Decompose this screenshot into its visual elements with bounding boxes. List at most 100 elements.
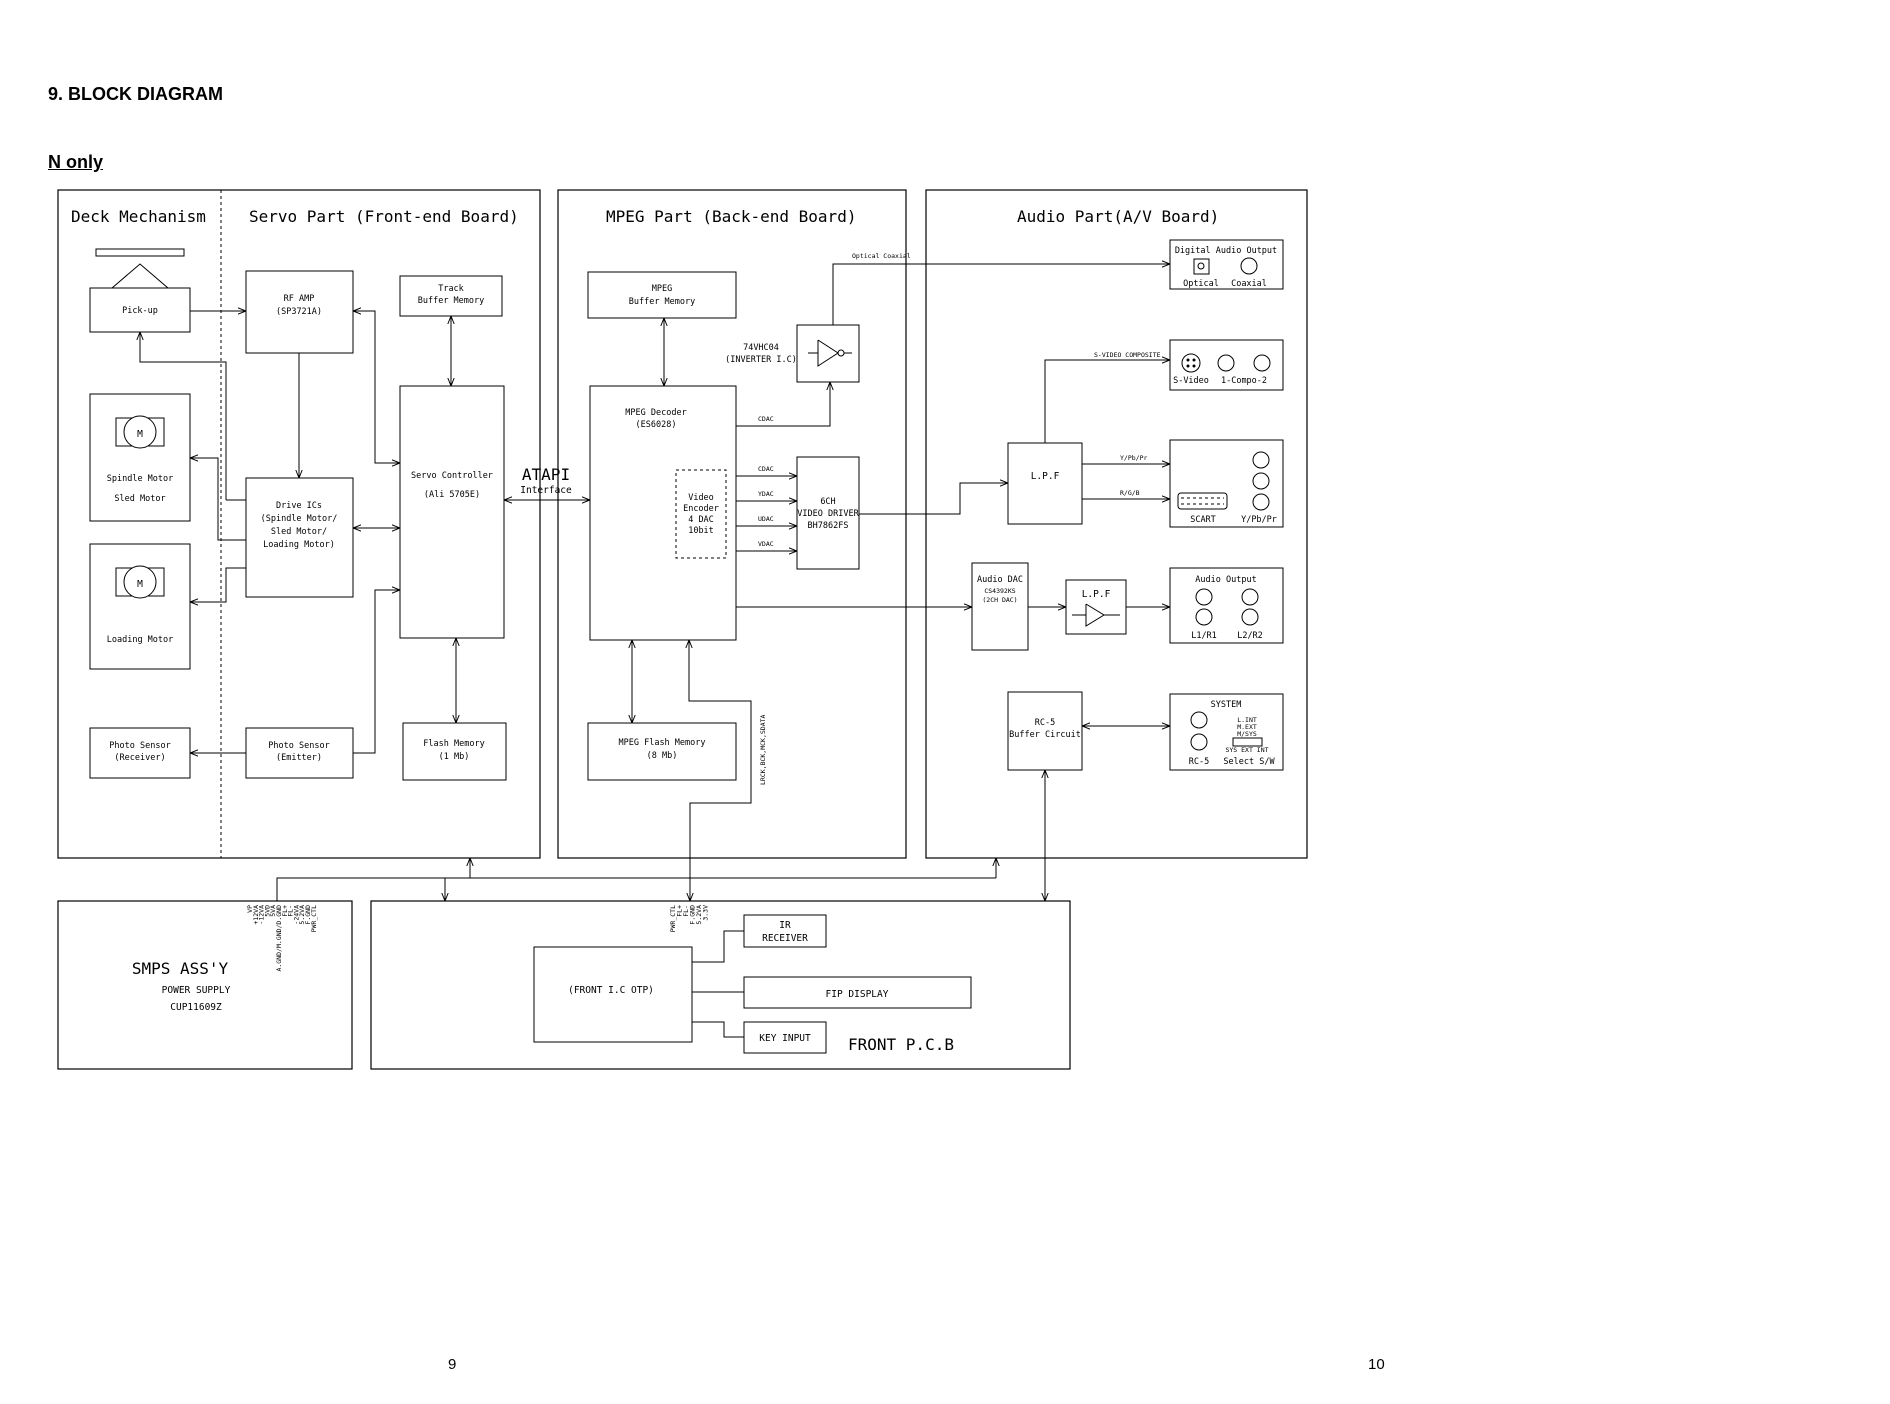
block-front-ic: (FRONT I.C OTP) bbox=[533, 946, 693, 1043]
signal-rgb: R/G/B bbox=[1120, 489, 1140, 497]
svg-text:CS4392KS: CS4392KS bbox=[984, 587, 1015, 595]
svg-text:(2CH DAC): (2CH DAC) bbox=[982, 596, 1017, 604]
block-photo-sensor-emitter: Photo Sensor (Emitter) bbox=[245, 727, 354, 779]
svg-text:Digital Audio Output: Digital Audio Output bbox=[1175, 246, 1277, 256]
signal-udac: UDAC bbox=[758, 515, 774, 523]
block-photo-sensor-receiver: Photo Sensor (Receiver) bbox=[89, 727, 191, 779]
block-audio-output: Audio Output L1/R1 L2/R2 bbox=[1169, 567, 1284, 644]
disc-symbol bbox=[95, 248, 185, 257]
svg-text:L.P.F: L.P.F bbox=[1082, 589, 1111, 600]
signal-cdac: CDAC bbox=[758, 465, 774, 473]
svg-text:SYSTEM: SYSTEM bbox=[1211, 700, 1242, 710]
frame-front bbox=[370, 900, 1071, 1070]
svg-text:MPEG Flash Memory: MPEG Flash Memory bbox=[619, 738, 706, 748]
svg-text:Sled Motor/: Sled Motor/ bbox=[271, 527, 327, 537]
svg-text:Loading Motor: Loading Motor bbox=[107, 635, 174, 645]
svg-text:Spindle Motor: Spindle Motor bbox=[107, 474, 174, 484]
block-audio-dac: Audio DAC CS4392KS (2CH DAC) bbox=[971, 562, 1029, 651]
block-mpeg-buffer: MPEG Buffer Memory bbox=[587, 271, 737, 319]
signal-vdac: VDAC bbox=[758, 540, 774, 548]
svg-text:(Spindle Motor/: (Spindle Motor/ bbox=[261, 514, 338, 524]
svg-text:IR: IR bbox=[779, 920, 791, 931]
signal-optical-coaxial: Optical Coaxial bbox=[852, 252, 911, 260]
block-video-encoder: Video Encoder 4 DAC 10bit bbox=[675, 469, 727, 559]
svg-text:Audio DAC: Audio DAC bbox=[977, 575, 1023, 585]
svg-text:(ES6028): (ES6028) bbox=[636, 420, 677, 430]
svg-text:Y/Pb/Pr: Y/Pb/Pr bbox=[1241, 515, 1277, 525]
svg-text:74VHC04: 74VHC04 bbox=[743, 343, 779, 353]
svg-text:4 DAC: 4 DAC bbox=[688, 515, 714, 525]
signal-ypbpr: Y/Pb/Pr bbox=[1120, 454, 1147, 462]
frame-smps bbox=[57, 900, 353, 1070]
svg-text:M.EXT: M.EXT bbox=[1237, 723, 1257, 731]
svg-text:VIDEO DRIVER: VIDEO DRIVER bbox=[797, 509, 859, 519]
svg-text:Servo Controller: Servo Controller bbox=[411, 471, 493, 481]
svg-text:Optical: Optical bbox=[1183, 279, 1219, 289]
svg-text:(8 Mb): (8 Mb) bbox=[647, 751, 678, 761]
pin-label: VP bbox=[246, 905, 254, 913]
block-track-buffer: Track Buffer Memory bbox=[399, 275, 503, 317]
svg-text:L1/R1: L1/R1 bbox=[1191, 631, 1217, 641]
svg-text:KEY INPUT: KEY INPUT bbox=[759, 1033, 811, 1044]
svg-text:Sled Motor: Sled Motor bbox=[114, 494, 165, 504]
svg-text:Track: Track bbox=[438, 284, 464, 294]
svg-text:Buffer Memory: Buffer Memory bbox=[418, 296, 485, 306]
section-title-mpeg: MPEG Part (Back-end Board) bbox=[606, 207, 856, 226]
svg-text:Buffer Circuit: Buffer Circuit bbox=[1009, 730, 1081, 740]
block-pickup: Pick-up bbox=[89, 287, 191, 333]
block-mpeg-decoder: MPEG Decoder (ES6028) bbox=[589, 385, 737, 641]
svg-text:Encoder: Encoder bbox=[683, 504, 719, 514]
smps-pin-labels: VP+12VA-12VA5VD5VAA.GND/M.GND/D.GNDFL+FL… bbox=[246, 905, 318, 972]
pin-label: 3.3V bbox=[702, 905, 710, 921]
svg-text:Photo Sensor: Photo Sensor bbox=[268, 741, 329, 751]
svg-text:(Receiver): (Receiver) bbox=[114, 753, 165, 763]
pin-label: -12VA bbox=[258, 905, 266, 925]
pin-label: 5.2VA bbox=[695, 905, 703, 925]
pin-label: FL- bbox=[287, 905, 295, 917]
atapi-interface-label: Interface bbox=[520, 485, 572, 496]
block-digital-audio-output: Digital Audio Output Optical Coaxial bbox=[1169, 239, 1284, 290]
svg-text:SCART: SCART bbox=[1190, 515, 1216, 525]
svg-text:S-Video: S-Video bbox=[1173, 376, 1209, 386]
pin-label: +12VA bbox=[252, 905, 260, 925]
block-smps: SMPS ASS'Y POWER SUPPLY CUP11609Z VP+12V… bbox=[132, 905, 318, 1013]
svg-text:SMPS ASS'Y: SMPS ASS'Y bbox=[132, 959, 229, 978]
motor-symbol: M bbox=[137, 579, 143, 590]
svg-text:Pick-up: Pick-up bbox=[122, 306, 158, 316]
block-rf-amp: RF AMP (SP3721A) bbox=[245, 270, 354, 354]
frame-mpeg bbox=[557, 189, 907, 859]
section-title-servo: Servo Part (Front-end Board) bbox=[249, 207, 519, 226]
block-spindle-motor: M Spindle Motor Sled Motor bbox=[89, 393, 191, 522]
svg-text:M/SYS: M/SYS bbox=[1237, 730, 1257, 738]
svg-text:10bit: 10bit bbox=[688, 526, 714, 536]
svg-text:L.P.F: L.P.F bbox=[1031, 471, 1060, 482]
page-number-right: 10 bbox=[1368, 1356, 1385, 1373]
pin-label: 5VD bbox=[263, 905, 271, 917]
svg-text:(INVERTER I.C): (INVERTER I.C) bbox=[725, 355, 797, 365]
pin-label: FL+ bbox=[676, 905, 684, 917]
section-title-audio: Audio Part(A/V Board) bbox=[1017, 207, 1219, 226]
svg-text:SYS EXT INT: SYS EXT INT bbox=[1225, 746, 1268, 754]
block-mpeg-flash: MPEG Flash Memory (8 Mb) bbox=[587, 722, 737, 781]
frame-deck-servo bbox=[57, 189, 541, 859]
section-title-deck: Deck Mechanism bbox=[71, 207, 206, 226]
svg-text:(Ali 5705E): (Ali 5705E) bbox=[424, 490, 480, 500]
pin-label: 5VA bbox=[269, 905, 277, 917]
pin-label: A.GND/M.GND/D.GND bbox=[275, 905, 283, 972]
svg-text:(SP3721A): (SP3721A) bbox=[276, 307, 322, 317]
block-system: SYSTEM L.INT M.EXT M/SYS SYS EXT INT RC-… bbox=[1169, 693, 1284, 771]
signal-svideo-composite: S-VIDEO COMPOSITE bbox=[1094, 351, 1161, 359]
svg-text:Video: Video bbox=[688, 493, 714, 503]
svg-text:Flash Memory: Flash Memory bbox=[423, 739, 484, 749]
svg-text:1-Compo-2: 1-Compo-2 bbox=[1221, 376, 1267, 386]
svg-text:Buffer Memory: Buffer Memory bbox=[629, 297, 696, 307]
motor-symbol: M bbox=[137, 429, 143, 440]
svg-text:RECEIVER: RECEIVER bbox=[762, 933, 808, 944]
svg-text:RC-5: RC-5 bbox=[1035, 718, 1055, 728]
block-video-output: S-Video 1-Compo-2 bbox=[1169, 339, 1284, 391]
signal-ydac: YDAC bbox=[758, 490, 774, 498]
svg-text:RC-5: RC-5 bbox=[1189, 757, 1209, 767]
block-lpf-audio: L.P.F bbox=[1065, 579, 1127, 635]
svg-text:RF AMP: RF AMP bbox=[284, 294, 315, 304]
